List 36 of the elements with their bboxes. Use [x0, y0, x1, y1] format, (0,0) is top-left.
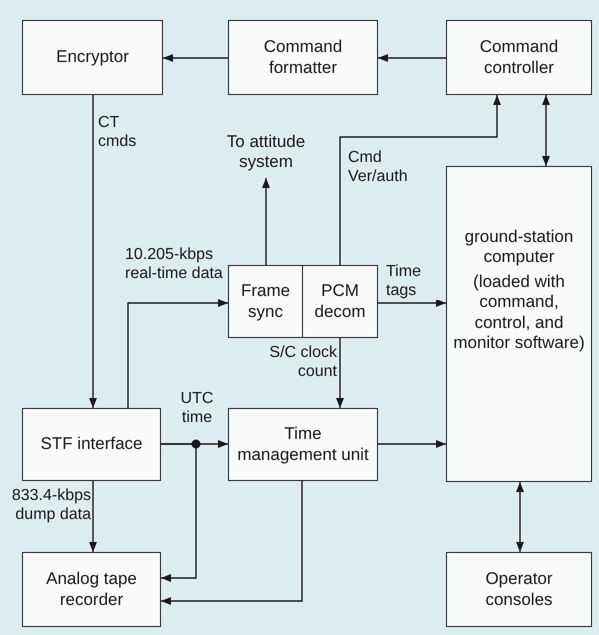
- process-box: [228, 265, 303, 338]
- arrow: [378, 54, 446, 62]
- box-label: Encryptor: [56, 47, 129, 68]
- arrow: [262, 178, 270, 265]
- box-label: STF interface: [40, 434, 143, 455]
- arrow: [516, 482, 524, 552]
- process-box: [22, 552, 161, 627]
- arrow: [339, 95, 501, 265]
- box-label: Command controller: [478, 37, 560, 78]
- box-label: Command formatter: [262, 37, 344, 78]
- process-box: [446, 20, 592, 95]
- process-box: [446, 166, 592, 482]
- box-label: (loaded with command, control, and monitor software): [452, 272, 586, 354]
- arrow: [163, 54, 228, 62]
- arrow: [378, 440, 446, 448]
- process-box: [302, 265, 378, 338]
- arrow: [161, 443, 197, 582]
- arrow: [127, 299, 228, 408]
- arrow: [378, 299, 446, 307]
- box-label: ground-station computer: [464, 227, 574, 268]
- arrow: [89, 95, 97, 408]
- box-label: Analog tape recorder: [45, 569, 138, 610]
- arrow: [161, 481, 303, 605]
- process-box: [228, 20, 378, 95]
- process-box: [446, 552, 592, 627]
- box-label: Operator consoles: [484, 569, 554, 610]
- process-box: [22, 20, 163, 95]
- process-box: [22, 408, 161, 481]
- arrow: [542, 95, 550, 166]
- arrow: [336, 338, 344, 408]
- box-label: Frame sync: [240, 281, 292, 322]
- box-label: PCM decom: [313, 281, 367, 322]
- arrow: [89, 481, 97, 552]
- box-label: Time management unit: [236, 424, 370, 465]
- process-box: [228, 408, 378, 481]
- destination-text: To attitude system: [205, 126, 327, 178]
